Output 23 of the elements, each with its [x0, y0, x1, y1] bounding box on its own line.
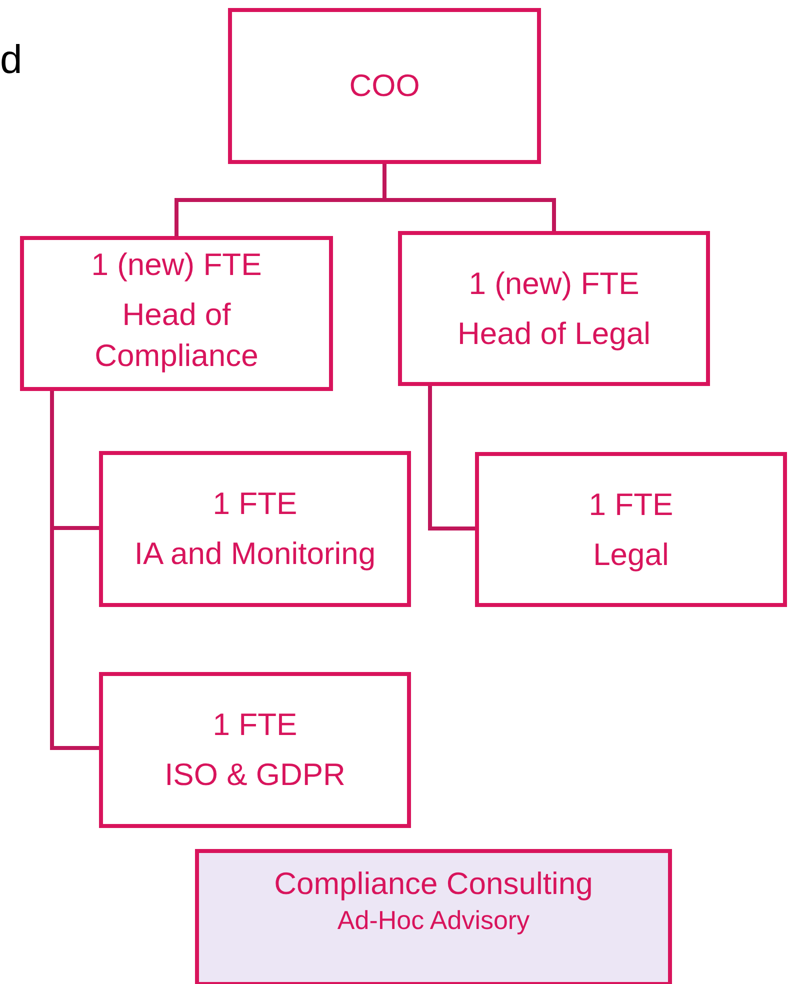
connector-line [428, 386, 475, 530]
headcount-text: 1 FTE [588, 486, 674, 524]
role-title: ISO & GDPR [164, 756, 346, 794]
role-title: IA and Monitoring [134, 535, 376, 573]
role-box [20, 236, 333, 391]
advisory-box [195, 849, 672, 984]
role-box [99, 672, 411, 828]
role-box [398, 231, 710, 386]
headcount-text: 1 FTE [212, 706, 298, 744]
role-box [228, 8, 541, 164]
role-title: Legal [593, 536, 669, 574]
role-title: Ad-Hoc Advisory [337, 904, 530, 936]
headcount-text: Compliance Consulting [274, 865, 593, 903]
role-title: Head of Compliance [94, 296, 260, 376]
partial-heading-text: d [0, 38, 22, 83]
role-title: Head of Legal [457, 314, 651, 352]
role-box [99, 451, 411, 607]
role-box [475, 452, 787, 607]
headcount-text: 1 (new) FTE [468, 264, 640, 303]
connector-line [50, 391, 99, 750]
headcount-text: 1 FTE [212, 485, 298, 524]
headcount-text: 1 (new) FTE [91, 246, 262, 284]
headcount-text: COO [349, 67, 420, 106]
